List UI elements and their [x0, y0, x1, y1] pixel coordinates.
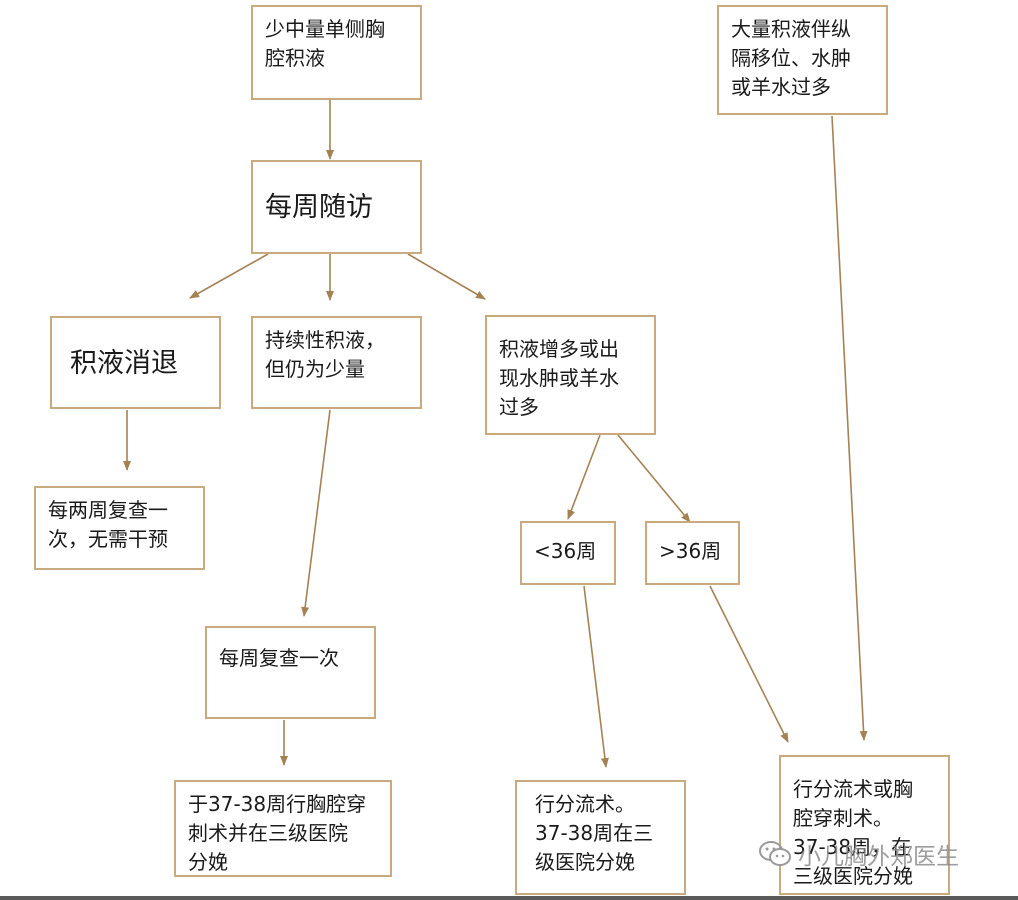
- node-persistent-small-effusion: 持续性积液， 但仍为少量: [251, 316, 422, 409]
- node-large-effusion-mediastinal-shift: 大量积液伴纵 隔移位、水肿 或羊水过多: [717, 5, 888, 115]
- arrow-persistent-to-weekly-recheck: [301, 409, 331, 617]
- node-less-than-36-weeks: <36周: [520, 521, 616, 585]
- arrow-weekly-to-resolved: [189, 253, 269, 299]
- wechat-icon: [759, 841, 791, 866]
- node-biweekly-recheck: 每两周复查一 次，无需干预: [34, 486, 205, 570]
- arrow-weekly-to-increase: [407, 253, 486, 300]
- node-increase-or-hydrops: 积液增多或出 现水肿或羊水 过多: [485, 315, 656, 435]
- arrow-increase-to-lt36: [567, 434, 601, 520]
- node-thoracentesis-at-37-38-weeks: 于37-38周行胸腔穿 刺术并在三级医院 分娩: [174, 780, 392, 877]
- watermark-text: 小儿胸外郑医生: [798, 844, 959, 870]
- arrow-increase-to-gt36: [617, 434, 691, 523]
- watermark: 小儿胸外郑医生: [758, 836, 959, 872]
- node-small-unilateral-effusion: 少中量单侧胸 腔积液: [251, 5, 422, 100]
- arrow-lt36-to-shunt: [583, 585, 609, 768]
- node-more-than-36-weeks: >36周: [645, 521, 740, 585]
- node-shunt-or-thoracentesis: 行分流术或胸 腔穿刺术。 37-38周，在 三级医院分娩: [779, 755, 950, 895]
- arrow-large-to-shunt-or-thoracentesis: [831, 115, 868, 741]
- node-effusion-resolved: 积液消退: [50, 316, 221, 409]
- bottom-border: [0, 896, 1018, 900]
- arrow-gt36-to-shunt-or-thoracentesis: [709, 585, 789, 743]
- node-shunt-procedure: 行分流术。 37-38周在三 级医院分娩: [515, 780, 686, 895]
- node-weekly-followup: 每周随访: [251, 160, 422, 254]
- node-weekly-recheck: 每周复查一次: [205, 626, 376, 719]
